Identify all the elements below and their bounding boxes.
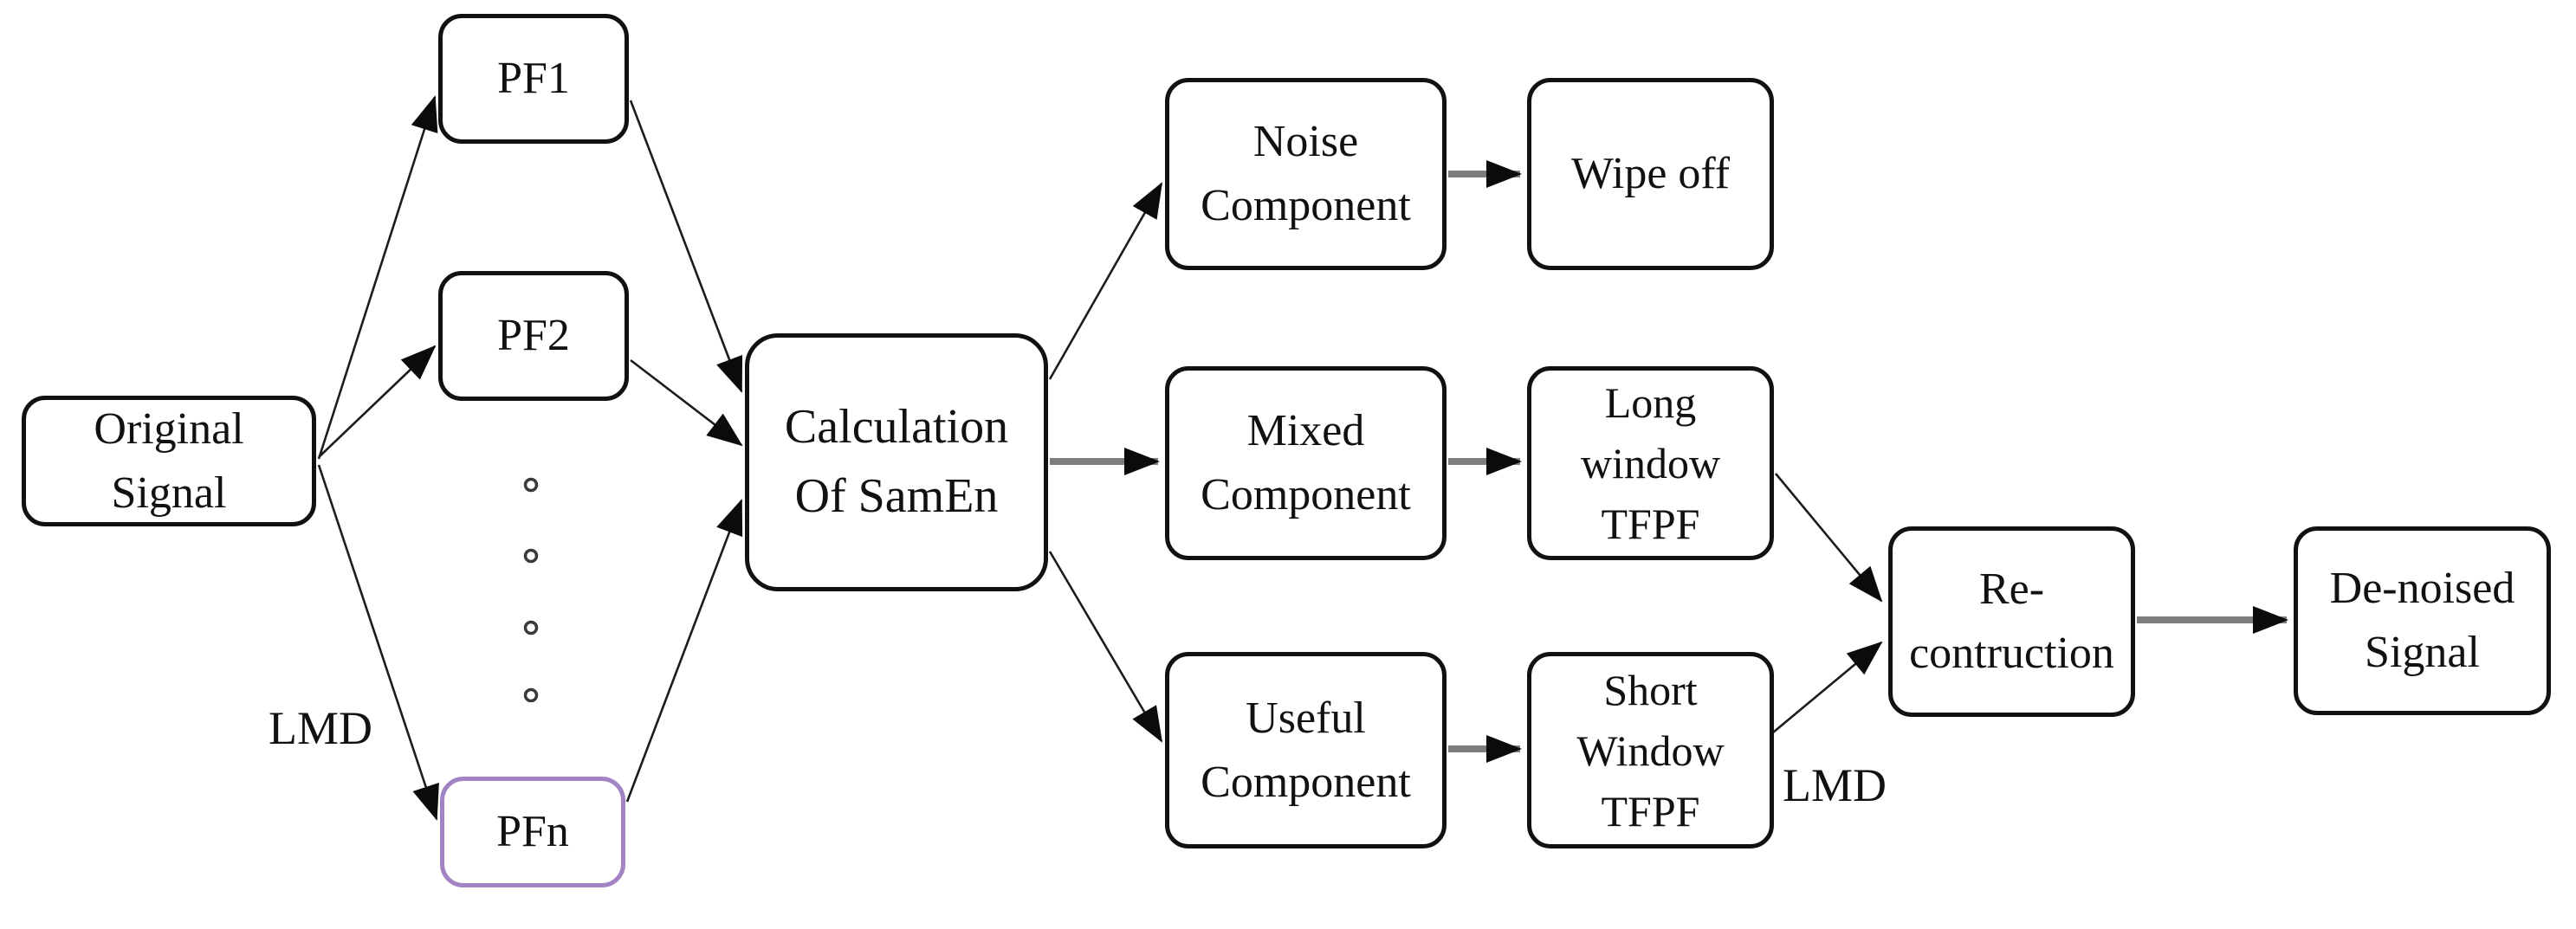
node-label: Noise Component [1201, 117, 1411, 230]
edge-original-pf2 [318, 345, 437, 458]
edge-pfn-calc [625, 499, 743, 803]
node-label: De-noised Signal [2329, 564, 2515, 677]
node-pf2: PF2 [438, 271, 629, 401]
lmd-label-left: LMD [269, 702, 372, 754]
node-label: PF2 [497, 311, 570, 361]
node-label: Short Window TFPF [1576, 665, 1725, 835]
ellipsis-dot [523, 477, 539, 493]
node-label: Re- contruction [1909, 564, 2114, 678]
node-original-signal: Original Signal [22, 396, 316, 526]
ellipsis-dot [523, 548, 539, 564]
node-wipe-off: Wipe off [1527, 78, 1774, 270]
node-label: PFn [496, 807, 569, 857]
node-label: PF1 [497, 54, 570, 104]
node-long-window-tfpf: Long window TFPF [1527, 366, 1774, 560]
edge-original-pf1 [317, 95, 438, 460]
edge-longwindow-reconstruction [1774, 473, 1883, 603]
ellipsis-dot [523, 620, 539, 635]
edge-shortwindow-reconstruction [1772, 641, 1883, 733]
node-label: Calculation Of SamEn [784, 400, 1009, 523]
edge-calc-useful [1048, 551, 1163, 743]
node-label: Wipe off [1570, 149, 1731, 199]
edge-pf2-calc [630, 358, 743, 447]
edge-pf1-calc [629, 100, 743, 393]
node-useful-component: Useful Component [1165, 652, 1447, 848]
lmd-label-right: LMD [1783, 759, 1887, 811]
edge-calc-noise [1048, 182, 1163, 380]
node-label: Long window TFPF [1580, 378, 1721, 548]
node-calculation-of-samen: Calculation Of SamEn [745, 333, 1048, 591]
node-mixed-component: Mixed Component [1165, 366, 1447, 560]
node-denoised-signal: De-noised Signal [2294, 526, 2551, 715]
node-pfn: PFn [440, 777, 625, 887]
node-label: Useful Component [1201, 693, 1411, 807]
edge-original-pfn [317, 464, 439, 821]
node-label: Original Signal [94, 403, 244, 518]
node-noise-component: Noise Component [1165, 78, 1447, 270]
node-reconstruction: Re- contruction [1888, 526, 2135, 717]
node-short-window-tfpf: Short Window TFPF [1527, 652, 1774, 848]
ellipsis-dot [523, 687, 539, 703]
node-pf1: PF1 [438, 14, 629, 144]
node-label: Mixed Component [1201, 406, 1411, 519]
